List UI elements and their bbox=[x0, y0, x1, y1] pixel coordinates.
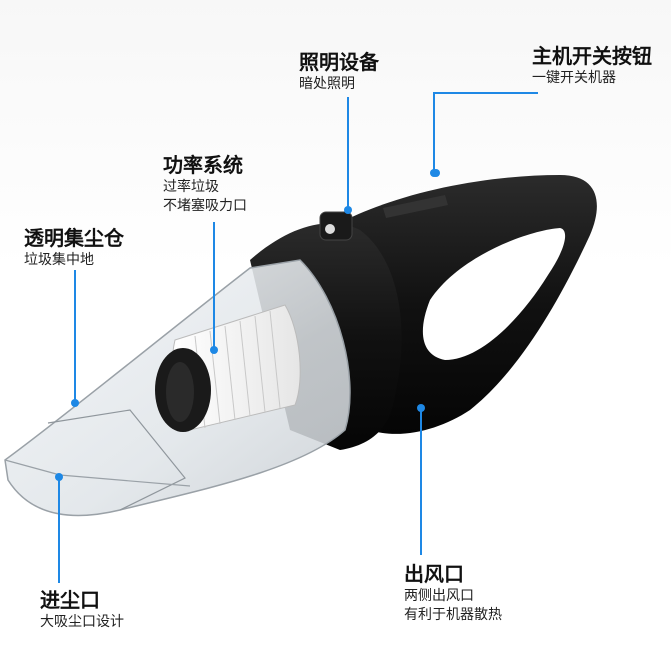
callout-title: 主机开关按钮 bbox=[532, 44, 652, 68]
callout-outlet: 出风口 两侧出风口 有利于机器散热 bbox=[404, 562, 502, 624]
callout-desc: 有利于机器散热 bbox=[404, 606, 502, 623]
callout-title: 进尘口 bbox=[40, 588, 100, 612]
callout-title: 出风口 bbox=[404, 562, 464, 586]
callout-desc: 暗处照明 bbox=[299, 76, 355, 92]
callout-desc: 垃圾集中地 bbox=[24, 252, 94, 268]
callout-dust-bin: 透明集尘仓 垃圾集中地 bbox=[24, 226, 124, 269]
callout-power-switch: 主机开关按钮 一键开关机器 bbox=[532, 44, 652, 87]
callout-inlet: 进尘口 大吸尘口设计 bbox=[40, 588, 124, 631]
callout-title: 透明集尘仓 bbox=[24, 226, 124, 250]
callout-suction-system: 功率系统 过率垃圾 不堵塞吸力口 bbox=[163, 153, 247, 215]
switch-strip bbox=[383, 195, 448, 218]
callout-desc: 过率垃圾 bbox=[163, 179, 219, 195]
callout-desc: 大吸尘口设计 bbox=[40, 614, 124, 630]
handle-opening bbox=[422, 228, 566, 360]
callout-desc: 两侧出风口 bbox=[404, 588, 474, 604]
lamp bbox=[319, 211, 353, 241]
callout-desc: 不堵塞吸力口 bbox=[163, 197, 247, 214]
callout-lighting: 照明设备 暗处照明 bbox=[299, 50, 379, 93]
callout-title: 照明设备 bbox=[299, 50, 379, 74]
callout-title: 功率系统 bbox=[163, 153, 243, 177]
callout-desc: 一键开关机器 bbox=[532, 70, 616, 86]
